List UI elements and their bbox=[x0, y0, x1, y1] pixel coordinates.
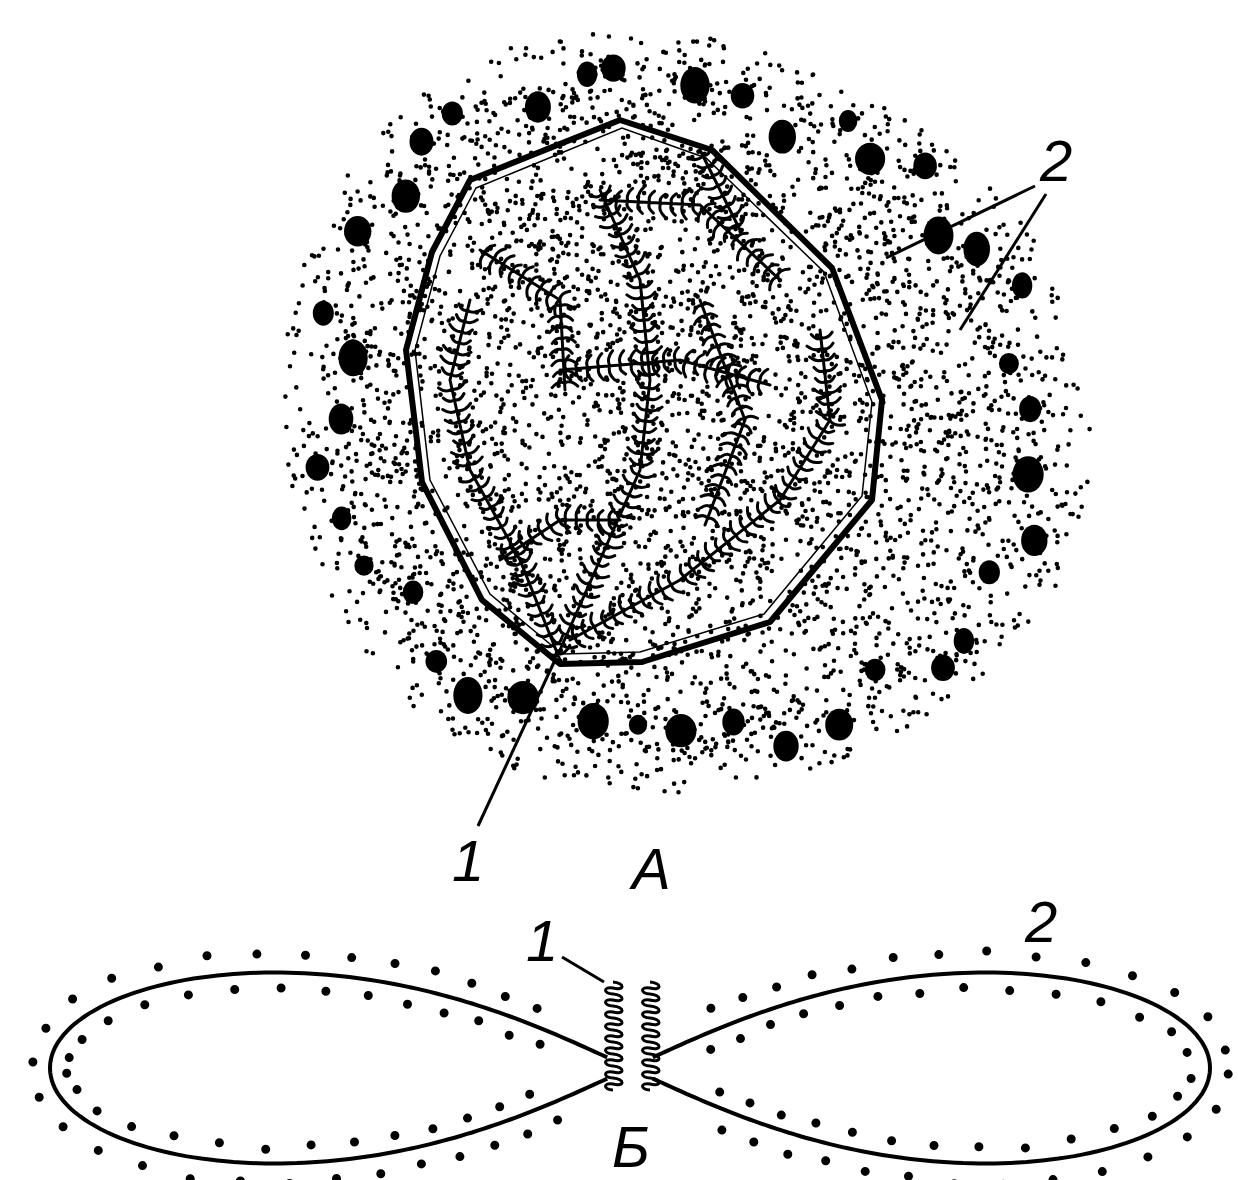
nucleus-outline-inner bbox=[415, 128, 872, 654]
cytoplasm-stipple bbox=[283, 32, 1092, 795]
stipple-dots bbox=[283, 32, 1092, 795]
nucleus-outline bbox=[406, 120, 882, 664]
granule bbox=[769, 120, 796, 154]
granule bbox=[1021, 525, 1047, 556]
granule bbox=[410, 128, 434, 156]
granule bbox=[855, 143, 885, 175]
granule bbox=[1019, 396, 1041, 422]
leader-line bbox=[478, 660, 555, 826]
attachment-coils bbox=[606, 982, 660, 1090]
callout-number: 2 bbox=[1040, 132, 1072, 190]
granule bbox=[680, 67, 709, 104]
granule bbox=[507, 681, 539, 714]
granule bbox=[999, 353, 1019, 374]
granule bbox=[525, 91, 551, 122]
granule bbox=[442, 102, 463, 126]
granule bbox=[339, 340, 368, 377]
granule bbox=[354, 556, 373, 576]
leader-line bbox=[562, 957, 604, 982]
granule bbox=[1012, 272, 1032, 298]
granule bbox=[329, 404, 354, 435]
callout-number: 1 bbox=[526, 912, 558, 970]
granule bbox=[426, 650, 448, 673]
granule bbox=[979, 560, 1000, 584]
granule bbox=[913, 153, 937, 180]
granule bbox=[344, 216, 371, 247]
granule bbox=[865, 659, 886, 681]
granule bbox=[931, 655, 955, 681]
granule bbox=[924, 216, 954, 254]
callout-number: 1 bbox=[452, 832, 484, 890]
granule bbox=[453, 677, 482, 714]
granule bbox=[577, 62, 597, 87]
granule bbox=[578, 703, 609, 739]
figure-letter: А bbox=[632, 840, 671, 898]
granule bbox=[629, 715, 647, 735]
granule bbox=[392, 179, 420, 212]
granule bbox=[722, 709, 744, 736]
granule bbox=[313, 301, 334, 326]
leader-lines bbox=[478, 186, 1046, 982]
granule bbox=[601, 55, 626, 82]
granule bbox=[963, 232, 990, 267]
granule bbox=[1013, 456, 1044, 492]
granule bbox=[403, 581, 424, 604]
granule bbox=[332, 507, 352, 531]
figure-letter: Б bbox=[612, 1118, 650, 1176]
granule bbox=[954, 628, 974, 654]
granules bbox=[306, 55, 1048, 762]
granule bbox=[665, 714, 696, 747]
granule bbox=[773, 731, 798, 762]
branch-path bbox=[439, 147, 845, 660]
granule bbox=[825, 709, 853, 741]
leader-line bbox=[960, 194, 1046, 330]
granule bbox=[839, 110, 858, 132]
granule bbox=[306, 454, 330, 481]
loop-dots bbox=[28, 947, 1232, 1180]
chromatin-branches bbox=[439, 147, 845, 660]
callout-number: 2 bbox=[1025, 893, 1057, 951]
granule bbox=[731, 83, 755, 109]
